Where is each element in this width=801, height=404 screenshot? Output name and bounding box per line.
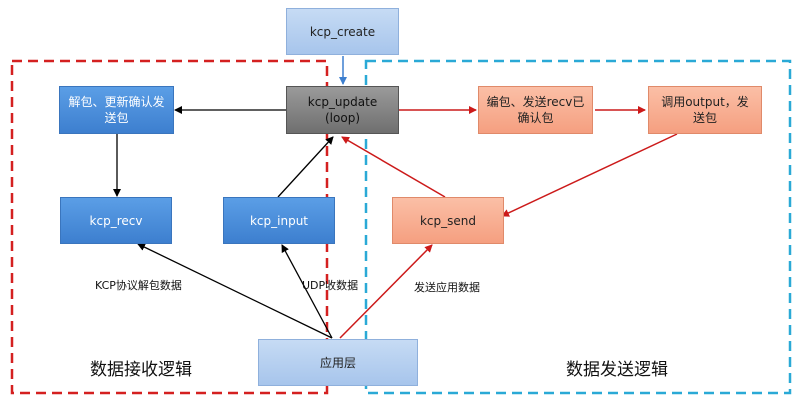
arrow-app-to-recv <box>137 243 333 339</box>
node-kcp-update: kcp_update (loop) <box>286 86 399 134</box>
arrow-output-to-send <box>501 133 678 217</box>
node-encode-label-1: 编包、发送recv已 <box>486 95 585 109</box>
node-kcp-send: kcp_send <box>392 197 504 244</box>
node-kcp-recv-label: kcp_recv <box>89 213 143 228</box>
arrow-app-to-input <box>281 244 333 339</box>
arrow-input-to-update <box>277 136 334 198</box>
node-unpack-label-2: 送包 <box>104 111 129 125</box>
node-encode-label-2: 确认包 <box>517 111 554 125</box>
node-kcp-send-label: kcp_send <box>419 213 477 228</box>
node-kcp-input-label: kcp_input <box>249 213 309 228</box>
edge-label-kcp-protocol-unpack: KCP协议解包数据 <box>95 279 182 292</box>
node-kcp-create-label: kcp_create <box>309 24 376 39</box>
region-label-receive: 数据接收逻辑 <box>90 360 192 380</box>
edge-label-send-app-data: 发送应用数据 <box>414 281 480 294</box>
node-kcp-update-sublabel: (loop) <box>325 111 360 125</box>
node-encode-send-recv: 编包、发送recv已 确认包 <box>478 86 593 134</box>
node-kcp-input: kcp_input <box>223 197 335 244</box>
region-label-send: 数据发送逻辑 <box>566 360 668 380</box>
node-call-output: 调用output，发 送包 <box>648 86 762 134</box>
node-kcp-recv: kcp_recv <box>60 197 172 244</box>
node-output-label-2: 送包 <box>692 111 717 125</box>
node-kcp-create: kcp_create <box>286 8 399 55</box>
arrow-app-to-send <box>339 244 433 339</box>
node-unpack-update-ack: 解包、更新确认发 送包 <box>59 86 174 134</box>
node-app-layer-label: 应用层 <box>319 355 356 370</box>
node-kcp-update-label: kcp_update <box>307 95 378 109</box>
node-unpack-label-1: 解包、更新确认发 <box>68 95 165 109</box>
edge-label-udp-receive: UDP收数据 <box>302 279 359 292</box>
send-region-border <box>364 59 792 395</box>
node-output-label-1: 调用output，发 <box>661 95 749 109</box>
arrow-send-to-update <box>341 136 446 198</box>
node-app-layer: 应用层 <box>258 339 418 386</box>
